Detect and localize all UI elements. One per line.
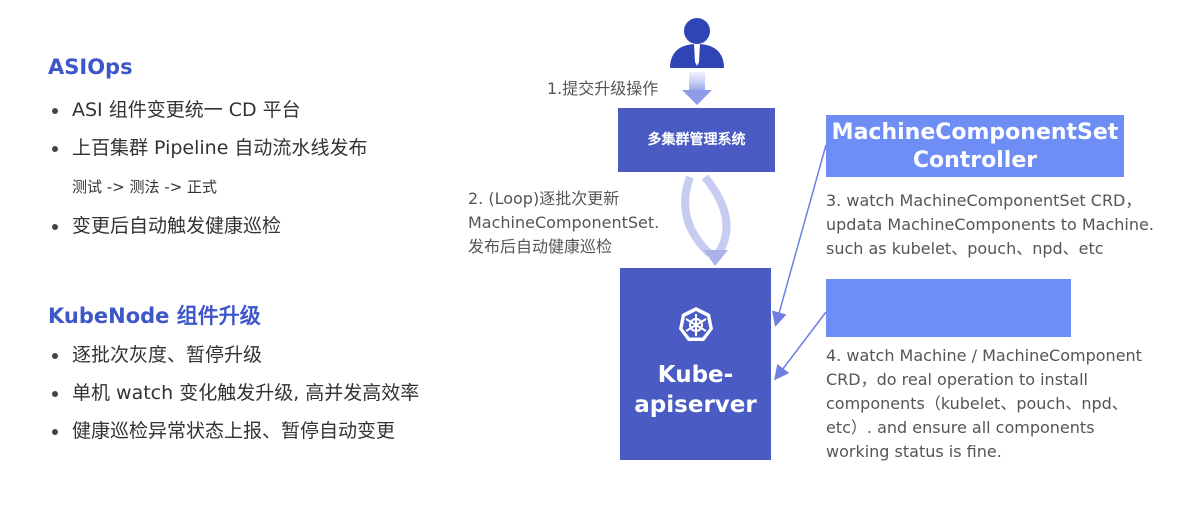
step4-line: working status is fine. bbox=[826, 442, 1002, 461]
kubernetes-icon bbox=[679, 307, 713, 341]
list-item: 变更后自动触发健康巡检 bbox=[50, 207, 367, 245]
submit-arrow bbox=[682, 72, 712, 105]
step2-line: 发布后自动健康巡检 bbox=[468, 237, 613, 256]
controller-label: MachineComponentSet bbox=[831, 120, 1119, 145]
step3-line: 3. watch MachineComponentSet CRD， bbox=[826, 191, 1142, 210]
loop-arrowhead bbox=[704, 250, 728, 266]
step3-line: updata MachineComponents to Machine. bbox=[826, 215, 1154, 234]
kubenode-heading: KubeNode 组件升级 bbox=[48, 304, 261, 328]
multi-cluster-box: 多集群管理系统 bbox=[618, 108, 775, 172]
step3-label: 3. watch MachineComponentSet CRD， updata… bbox=[826, 189, 1154, 261]
step4-line: CRD，do real operation to install bbox=[826, 370, 1088, 389]
node-box bbox=[826, 279, 1071, 337]
step4-line: 4. watch Machine / MachineComponent bbox=[826, 346, 1142, 365]
step1-label: 1.提交升级操作 bbox=[547, 79, 659, 98]
kubenode-list: 逐批次灰度、暂停升级 单机 watch 变化触发升级, 高并发高效率 健康巡检异… bbox=[50, 336, 419, 450]
apiserver-box: Kube- apiserver bbox=[620, 268, 771, 460]
apiserver-label: apiserver bbox=[634, 392, 757, 418]
step4-line: components（kubelet、pouch、npd、 bbox=[826, 394, 1128, 413]
controller-to-apiserver-arrow bbox=[772, 144, 827, 327]
asiops-heading: ASIOps bbox=[48, 55, 133, 79]
list-item: 逐批次灰度、暂停升级 bbox=[50, 336, 419, 374]
list-item: 上百集群 Pipeline 自动流水线发布 bbox=[50, 129, 367, 167]
list-item: ASI 组件变更统一 CD 平台 bbox=[50, 91, 367, 129]
list-item: 健康巡检异常状态上报、暂停自动变更 bbox=[50, 412, 419, 450]
controller-box: MachineComponentSet Controller bbox=[826, 115, 1124, 177]
list-item: 单机 watch 变化触发升级, 高并发高效率 bbox=[50, 374, 419, 412]
apiserver-label: Kube- bbox=[657, 362, 734, 388]
step2-line: 2. (Loop)逐批次更新 bbox=[468, 189, 620, 208]
step4-label: 4. watch Machine / MachineComponent CRD，… bbox=[826, 344, 1142, 464]
multi-cluster-label: 多集群管理系统 bbox=[647, 132, 746, 148]
node-to-apiserver-arrow bbox=[774, 311, 827, 381]
list-item-sub: 测试 -> 测法 -> 正式 bbox=[72, 178, 218, 196]
step3-line: such as kubelet、pouch、npd、etc bbox=[826, 239, 1104, 258]
step2-label: 2. (Loop)逐批次更新 MachineComponentSet. 发布后自… bbox=[468, 187, 659, 259]
loop-arrows bbox=[681, 174, 731, 257]
controller-label: Controller bbox=[912, 148, 1038, 173]
asiops-list: ASI 组件变更统一 CD 平台 上百集群 Pipeline 自动流水线发布 测… bbox=[50, 91, 367, 245]
step4-line: etc）. and ensure all components bbox=[826, 418, 1095, 437]
step2-line: MachineComponentSet. bbox=[468, 213, 660, 232]
user-icon bbox=[670, 18, 724, 68]
